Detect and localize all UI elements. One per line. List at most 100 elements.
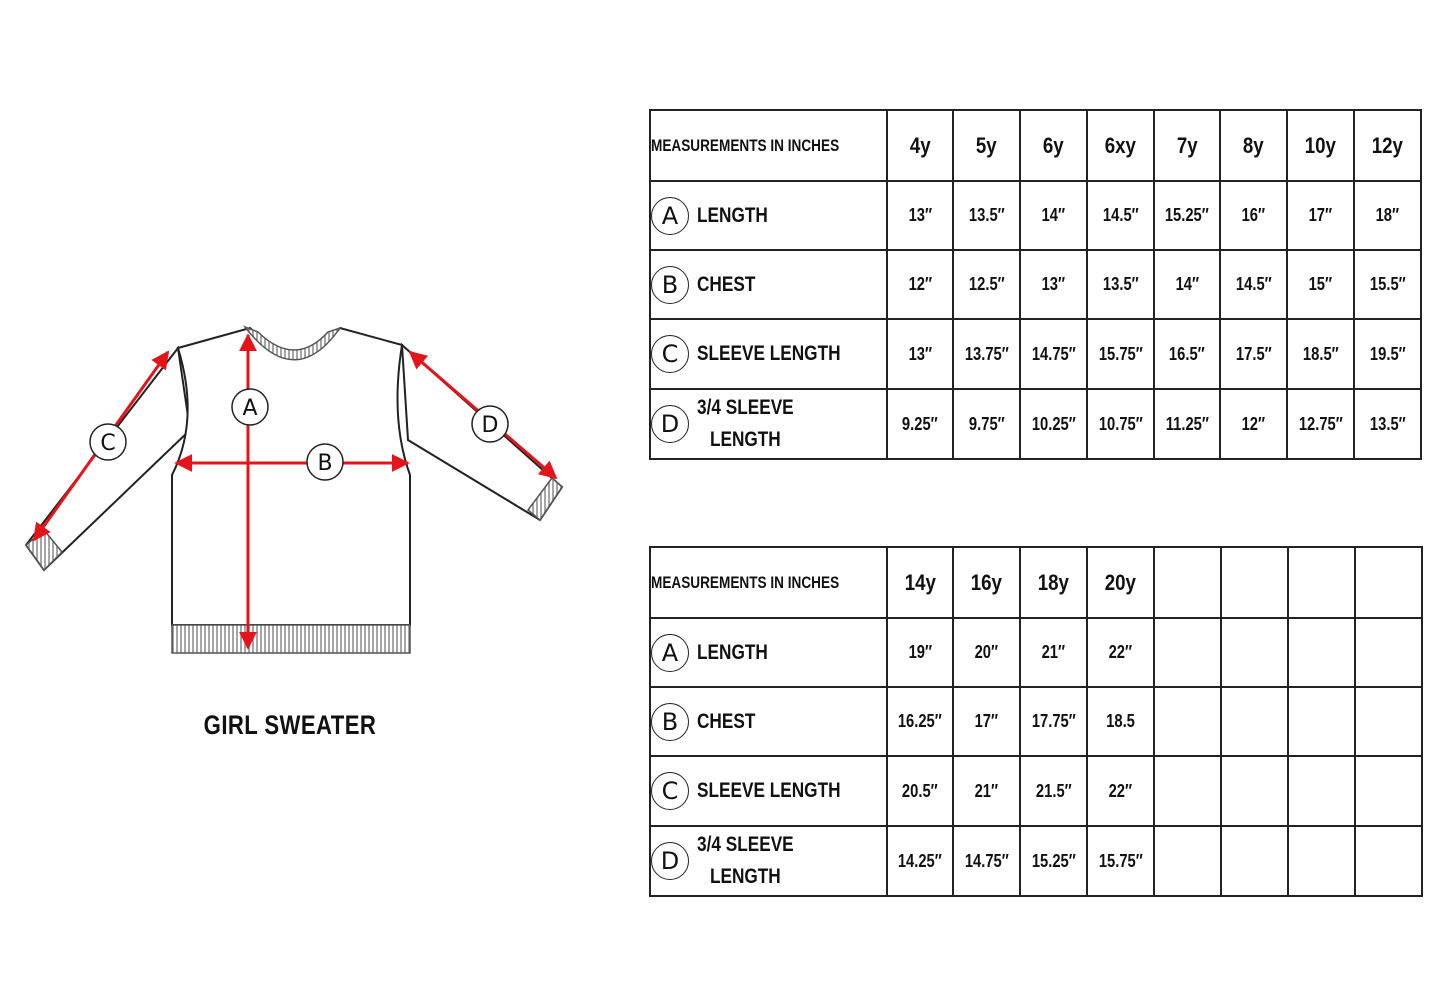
- value-cell: 13″: [1019, 249, 1089, 320]
- table-row: A LENGTH 19″ 20″ 21″ 22″: [648, 617, 1424, 688]
- header-row: MEASUREMENTS IN INCHES 14y 16y 18y 20y: [648, 546, 1424, 619]
- empty-header: [1354, 546, 1424, 619]
- row-label-cell: C SLEEVE LENGTH: [648, 755, 889, 827]
- value-cell: 13.75″: [952, 318, 1022, 390]
- size-header: 18y: [1019, 546, 1089, 619]
- header-label-cell: MEASUREMENTS IN INCHES: [648, 109, 889, 182]
- value-cell: 17″: [1286, 180, 1356, 251]
- empty-cell: [1287, 686, 1357, 757]
- empty-cell: [1153, 825, 1223, 897]
- value-cell: 20.5″: [886, 755, 955, 827]
- marker-badge: A: [651, 633, 689, 672]
- value-cell: 16″: [1219, 180, 1289, 251]
- table-row: C SLEEVE LENGTH 20.5″ 21″ 21.5″ 22″: [648, 755, 1424, 827]
- empty-cell: [1220, 617, 1290, 688]
- size-chart-table-1: MEASUREMENTS IN INCHES 4y 5y 6y 6xy 7y 8…: [648, 109, 1423, 460]
- value-cell: 13″: [886, 318, 955, 390]
- value-cell: 17.5″: [1219, 318, 1289, 390]
- value-cell: 22″: [1086, 755, 1156, 827]
- marker-badge: B: [651, 265, 689, 304]
- value-cell: 21″: [1019, 617, 1089, 688]
- value-cell: 17″: [952, 686, 1022, 757]
- measurement-markers: A B C D: [89, 388, 509, 481]
- marker-badge: B: [651, 702, 689, 741]
- value-cell: 14.5″: [1219, 249, 1289, 320]
- empty-cell: [1220, 686, 1290, 757]
- row-label: LENGTH: [697, 203, 768, 227]
- value-cell: 15.25″: [1019, 825, 1089, 897]
- value-cell: 18.5: [1086, 686, 1156, 757]
- size-header: 14y: [886, 546, 955, 619]
- marker-badge: A: [651, 196, 689, 235]
- value-cell: 12.75″: [1286, 388, 1356, 460]
- row-label: CHEST: [697, 272, 756, 296]
- row-label: SLEEVE LENGTH: [697, 342, 841, 365]
- value-cell: 20″: [952, 617, 1022, 688]
- marker-d: D: [482, 413, 499, 438]
- value-cell: 9.75″: [952, 388, 1022, 460]
- value-cell: 15.75″: [1086, 318, 1156, 390]
- value-cell: 15.75″: [1086, 825, 1156, 897]
- size-header: 6xy: [1086, 109, 1156, 182]
- value-cell: 18.5″: [1286, 318, 1356, 390]
- marker-badge: C: [651, 335, 689, 373]
- value-cell: 15.5″: [1353, 249, 1423, 320]
- marker-badge: D: [651, 405, 689, 443]
- measurements-header: MEASUREMENTS IN INCHES: [651, 135, 840, 155]
- header-row: MEASUREMENTS IN INCHES 4y 5y 6y 6xy 7y 8…: [648, 109, 1423, 182]
- value-cell: 12″: [886, 249, 955, 320]
- empty-cell: [1153, 755, 1223, 827]
- marker-a: A: [242, 396, 257, 421]
- marker-badge: C: [651, 772, 689, 810]
- row-label: LENGTH: [697, 640, 768, 664]
- value-cell: 13.5″: [1353, 388, 1423, 460]
- value-cell: 16.25″: [886, 686, 955, 757]
- empty-cell: [1220, 755, 1290, 827]
- value-cell: 18″: [1353, 180, 1423, 251]
- marker-c: C: [100, 431, 115, 456]
- value-cell: 14.25″: [886, 825, 955, 897]
- value-cell: 14″: [1153, 249, 1222, 320]
- value-cell: 21.5″: [1019, 755, 1089, 827]
- value-cell: 14.75″: [952, 825, 1022, 897]
- size-header: 7y: [1153, 109, 1222, 182]
- size-header: 5y: [952, 109, 1022, 182]
- value-cell: 13″: [886, 180, 955, 251]
- size-header: 20y: [1086, 546, 1156, 619]
- value-cell: 16.5″: [1153, 318, 1222, 390]
- value-cell: 10.25″: [1019, 388, 1089, 460]
- value-cell: 15″: [1286, 249, 1356, 320]
- empty-cell: [1354, 686, 1424, 757]
- empty-header: [1153, 546, 1223, 619]
- measurements-header: MEASUREMENTS IN INCHES: [651, 572, 840, 592]
- empty-cell: [1354, 755, 1424, 827]
- size-header: 12y: [1353, 109, 1423, 182]
- empty-cell: [1287, 825, 1357, 897]
- value-cell: 12.5″: [952, 249, 1022, 320]
- value-cell: 22″: [1086, 617, 1156, 688]
- value-cell: 13.5″: [952, 180, 1022, 251]
- value-cell: 9.25″: [886, 388, 955, 460]
- size-header: 16y: [952, 546, 1022, 619]
- row-label: CHEST: [697, 709, 756, 733]
- empty-cell: [1354, 617, 1424, 688]
- value-cell: 21″: [952, 755, 1022, 827]
- value-cell: 15.25″: [1153, 180, 1222, 251]
- size-header: 8y: [1219, 109, 1289, 182]
- empty-header: [1287, 546, 1357, 619]
- value-cell: 19″: [886, 617, 955, 688]
- empty-cell: [1287, 755, 1357, 827]
- empty-cell: [1153, 686, 1223, 757]
- size-chart-table-2: MEASUREMENTS IN INCHES 14y 16y 18y 20y A…: [648, 546, 1424, 897]
- sweater-outline: [24, 325, 564, 654]
- illustration-caption: GIRL SWEATER: [203, 710, 377, 740]
- value-cell: 10.75″: [1086, 388, 1156, 460]
- value-cell: 12″: [1219, 388, 1289, 460]
- empty-cell: [1153, 617, 1223, 688]
- row-label-cell: B CHEST: [648, 249, 889, 320]
- row-label: SLEEVE LENGTH: [697, 779, 841, 802]
